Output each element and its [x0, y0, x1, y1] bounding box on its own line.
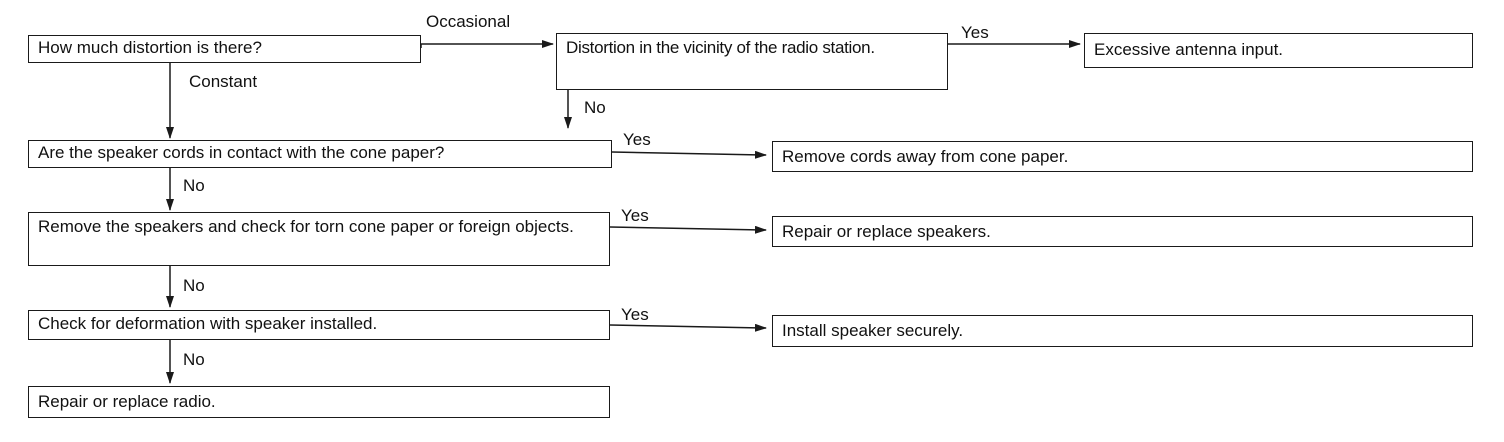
- box-repair-speakers: Repair or replace speakers.: [772, 216, 1473, 247]
- box-text: Check for deformation with speaker insta…: [38, 314, 378, 333]
- box-text: Remove cords away from cone paper.: [782, 147, 1069, 166]
- box-repair-radio: Repair or replace radio.: [28, 386, 610, 418]
- box-text: Repair or replace speakers.: [782, 222, 991, 241]
- box-text: How much distortion is there?: [38, 38, 262, 57]
- box-distortion-vicinity: Distortion in the vicinity of the radio …: [556, 33, 948, 90]
- label-no-cords: No: [183, 176, 205, 195]
- box-cords-contact: Are the speaker cords in contact with th…: [28, 140, 612, 168]
- arrow-yes-install: [609, 323, 767, 332]
- arrow-yes-cords: [611, 150, 767, 159]
- box-excessive-antenna: Excessive antenna input.: [1084, 33, 1473, 68]
- label-yes-speakers: Yes: [621, 206, 649, 225]
- label-constant: Constant: [189, 72, 258, 91]
- box-text: Repair or replace radio.: [38, 392, 216, 411]
- label-yes-excessive: Yes: [961, 23, 989, 42]
- box-text: Distortion in the vicinity of the radio …: [566, 38, 875, 57]
- box-deformation-check: Check for deformation with speaker insta…: [28, 310, 610, 340]
- arrow-yes-speakers: [609, 225, 767, 234]
- label-no-speakers: No: [183, 276, 205, 295]
- box-text: Remove the speakers and check for torn c…: [38, 217, 574, 236]
- label-no-vicinity: No: [584, 98, 606, 117]
- label-occasional: Occasional: [426, 12, 511, 31]
- arrow-occasional: [420, 40, 554, 48]
- box-remove-speakers: Remove the speakers and check for torn c…: [28, 212, 610, 266]
- box-text: Excessive antenna input.: [1094, 40, 1284, 59]
- label-no-deformation: No: [183, 350, 205, 369]
- label-yes-cords: Yes: [623, 130, 651, 149]
- box-how-much-distortion: How much distortion is there?: [28, 35, 421, 63]
- box-install-securely: Install speaker securely.: [772, 315, 1473, 347]
- box-remove-cords: Remove cords away from cone paper.: [772, 141, 1473, 172]
- box-text: Are the speaker cords in contact with th…: [38, 143, 445, 162]
- label-yes-install: Yes: [621, 305, 649, 324]
- box-text: Install speaker securely.: [782, 321, 964, 340]
